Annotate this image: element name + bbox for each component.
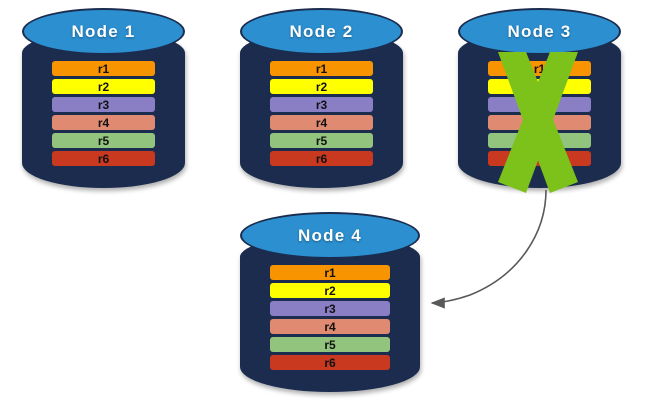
node-3-row-r3[interactable]: r3 [488,97,591,112]
node-2-rows: r1 r2 r3 r4 r5 r6 [270,61,373,166]
node-1-row-r1[interactable]: r1 [52,61,155,76]
node-3-rows: r1 r2 r3 r4 r5 r6 [488,61,591,166]
node-3-label: Node 3 [507,21,572,41]
node-3-row-r2[interactable]: r2 [488,79,591,94]
node-2-row-r3[interactable]: r3 [270,97,373,112]
node-1-row-r4[interactable]: r4 [52,115,155,130]
node-2-row-r6[interactable]: r6 [270,151,373,166]
node-4-rows: r1 r2 r3 r4 r5 r6 [270,265,390,370]
node-3-row-r5[interactable]: r5 [488,133,591,148]
node-3[interactable]: Node 3 r1 r2 r3 r4 r5 r6 [458,8,621,193]
node-4[interactable]: Node 4 r1 r2 r3 r4 r5 r6 [240,212,420,392]
node-4-row-r5[interactable]: r5 [270,337,390,352]
node-4-cylinder-top: Node 4 [240,212,420,259]
arrow-path [430,189,547,309]
node-1-row-r5[interactable]: r5 [52,133,155,148]
node-4-row-r3[interactable]: r3 [270,301,390,316]
node-2-row-r2[interactable]: r2 [270,79,373,94]
node-1-cylinder-top: Node 1 [22,8,185,55]
node-2-cylinder-top: Node 2 [240,8,403,55]
node-2-row-r5[interactable]: r5 [270,133,373,148]
node-1[interactable]: Node 1 r1 r2 r3 r4 r5 r6 [22,8,185,188]
node-3-row-r1[interactable]: r1 [488,61,591,76]
node-3-row-r4[interactable]: r4 [488,115,591,130]
node-2-row-r4[interactable]: r4 [270,115,373,130]
node-1-row-r6[interactable]: r6 [52,151,155,166]
node-1-label: Node 1 [71,21,136,41]
node-4-row-r6[interactable]: r6 [270,355,390,370]
node-2[interactable]: Node 2 r1 r2 r3 r4 r5 r6 [240,8,403,188]
node-2-row-r1[interactable]: r1 [270,61,373,76]
node-3-row-r6[interactable]: r6 [488,151,591,166]
node-1-row-r3[interactable]: r3 [52,97,155,112]
node-4-row-r1[interactable]: r1 [270,265,390,280]
node-1-row-r2[interactable]: r2 [52,79,155,94]
node-2-label: Node 2 [289,21,354,41]
node-1-rows: r1 r2 r3 r4 r5 r6 [52,61,155,166]
node-3-cylinder-top: Node 3 [458,8,621,55]
node-4-label: Node 4 [298,225,362,245]
node-4-row-r2[interactable]: r2 [270,283,390,298]
node-4-row-r4[interactable]: r4 [270,319,390,334]
